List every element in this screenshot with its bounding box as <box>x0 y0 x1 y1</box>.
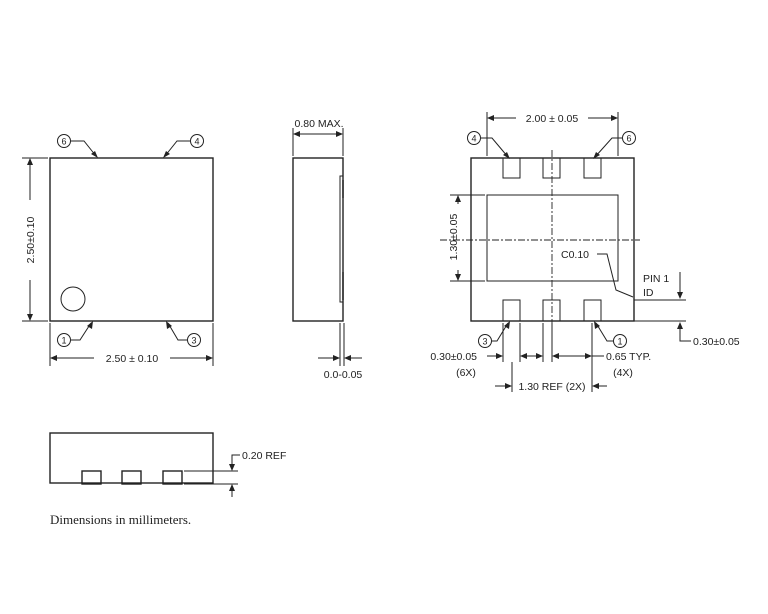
pad-width-dimension: 0.30±0.05 <box>430 351 477 363</box>
leader-line <box>71 322 92 341</box>
chamfer-label: C0.10 <box>561 249 589 261</box>
pin1-id-label: PIN 1 <box>643 273 669 285</box>
side-height-dimension: 0.80 MAX. <box>294 118 343 130</box>
pin1-id-label-2: ID <box>643 287 654 299</box>
dimension-arrowhead <box>293 131 300 137</box>
dimension-arrowhead <box>344 355 351 361</box>
pin-marker-label: 3 <box>482 337 487 347</box>
end-lead <box>81 470 102 485</box>
leader-arrowhead <box>87 321 93 329</box>
leader-line <box>595 322 613 342</box>
pin-marker-circle <box>467 131 481 145</box>
bottom-view-body <box>470 157 635 322</box>
pad-height-dimension: 1.30±0.05 <box>448 214 460 261</box>
pin1-dot <box>60 286 86 312</box>
pin-marker-circle <box>478 334 492 348</box>
side-view-body <box>292 157 344 322</box>
side-lead-strip <box>339 175 344 303</box>
pin-marker-label: 1 <box>61 336 66 346</box>
pad <box>502 299 521 322</box>
top-view-body <box>49 157 214 322</box>
leader-arrowhead <box>593 152 600 159</box>
bottom-span-dimension: 2.00 ± 0.05 <box>526 113 579 125</box>
dimension-line <box>231 454 240 464</box>
pitch-count: (4X) <box>613 367 633 379</box>
leader-arrowhead <box>166 321 172 329</box>
pin-marker-label: 3 <box>191 336 196 346</box>
ref-dimension: 1.30 REF (2X) <box>518 381 585 393</box>
dimension-arrowhead <box>27 314 33 321</box>
dimension-arrowhead <box>455 274 461 281</box>
dimension-arrowhead <box>455 195 461 202</box>
side-view: 0.80 MAX. 0.0-0.05 <box>292 118 363 381</box>
dimension-arrowhead <box>229 464 235 471</box>
dimension-arrowhead <box>496 353 503 359</box>
pin-marker-label: 4 <box>471 134 476 144</box>
dimension-arrowhead <box>592 383 599 389</box>
leader-line <box>594 137 622 158</box>
pad <box>502 157 521 179</box>
dimension-arrowhead <box>677 322 683 329</box>
pin-marker-circle <box>613 334 627 348</box>
leader-arrowhead <box>163 151 170 158</box>
end-lead <box>121 470 142 485</box>
leader-arrowhead <box>503 152 510 159</box>
leader-arrowhead <box>594 321 600 329</box>
pin-marker-circle <box>190 134 204 148</box>
dimension-arrowhead <box>333 355 340 361</box>
dimension-arrowhead <box>585 353 592 359</box>
end-view-body <box>49 432 214 484</box>
leader-line <box>597 253 634 298</box>
end-ref-dimension: 0.20 REF <box>242 450 286 462</box>
dimension-arrowhead <box>677 292 683 299</box>
pad <box>542 157 561 179</box>
pad <box>583 299 602 322</box>
dimension-arrowhead <box>536 353 543 359</box>
pin-marker-circle <box>622 131 636 145</box>
dimension-arrowhead <box>27 158 33 165</box>
leader-line <box>167 322 187 341</box>
leader-arrowhead <box>91 151 98 158</box>
dimension-arrowhead <box>552 353 559 359</box>
end-view: 0.20 REF <box>49 432 286 497</box>
dimension-line <box>679 329 691 342</box>
edge-dimension: 0.30±0.05 <box>693 336 740 348</box>
pin-marker-circle <box>187 333 201 347</box>
bottom-view: 2.00 ± 0.05 4 6 1.30±0.05 C0.10 PIN 1 ID… <box>430 112 740 393</box>
top-width-dimension: 2.50 ± 0.10 <box>106 353 159 365</box>
pitch-dimension: 0.65 TYP. <box>606 351 651 363</box>
dimension-arrowhead <box>229 484 235 491</box>
pad <box>542 299 561 322</box>
dimension-arrowhead <box>487 115 494 121</box>
pin-marker-label: 1 <box>617 337 622 347</box>
pin-marker-circle <box>57 134 71 148</box>
dimensions-note: Dimensions in millimeters. <box>50 512 191 527</box>
top-view: 6 4 1 3 2.50 ± 0.10 2.50±0.10 <box>22 134 214 366</box>
pin-marker-circle <box>57 333 71 347</box>
leader-line <box>492 322 509 342</box>
top-height-dimension: 2.50±0.10 <box>25 217 37 264</box>
dimension-arrowhead <box>336 131 343 137</box>
pad <box>583 157 602 179</box>
leader-arrowhead <box>504 321 510 329</box>
leader-line <box>481 137 509 158</box>
pin-marker-label: 6 <box>626 134 631 144</box>
pin-marker-label: 6 <box>61 137 66 147</box>
leader-line <box>71 140 97 157</box>
exposed-pad <box>486 194 619 282</box>
dimension-arrowhead <box>520 353 527 359</box>
dimension-arrowhead <box>505 383 512 389</box>
dimension-arrowhead <box>50 355 57 361</box>
standoff-dimension: 0.0-0.05 <box>324 369 363 381</box>
pin-marker-label: 4 <box>194 137 199 147</box>
end-lead <box>162 470 183 485</box>
dimension-arrowhead <box>206 355 213 361</box>
leader-line <box>164 140 190 157</box>
dimension-arrowhead <box>611 115 618 121</box>
pad-width-count: (6X) <box>456 367 476 379</box>
